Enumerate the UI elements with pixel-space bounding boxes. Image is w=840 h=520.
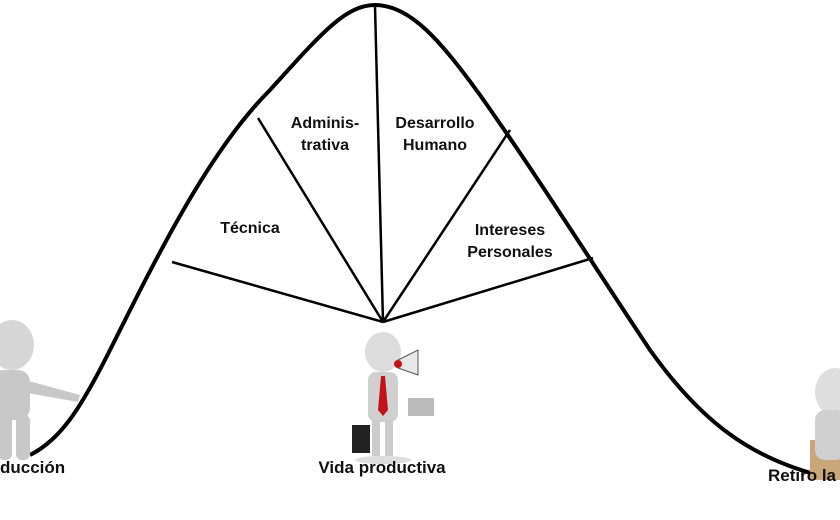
bell-curve (29, 2, 831, 480)
divider-lines (171, 5, 594, 324)
segment-label-line: Desarrollo (395, 115, 475, 132)
segment-label-line: Humano (403, 137, 467, 154)
segment-label-line: Personales (467, 244, 553, 261)
induction-figure (0, 320, 80, 460)
segment-desarrollo-humano: Desarrollo Humano (385, 113, 485, 157)
segment-label-line: Adminis- (290, 115, 360, 132)
segment-intereses-personales: Intereses Personales (450, 220, 570, 264)
segment-tecnica: Técnica (220, 220, 280, 237)
segment-label-line: Intereses (474, 222, 546, 239)
productive-figure (352, 332, 434, 464)
stage-induccion: ducción (0, 458, 66, 477)
retirement-figure (810, 368, 840, 480)
segment-label-line: trativa (300, 137, 350, 154)
segment-administrativa: Adminis- trativa (285, 113, 365, 157)
stage-retiro: Retiro la (768, 466, 837, 485)
stage-vida-productiva: Vida productiva (318, 458, 446, 477)
